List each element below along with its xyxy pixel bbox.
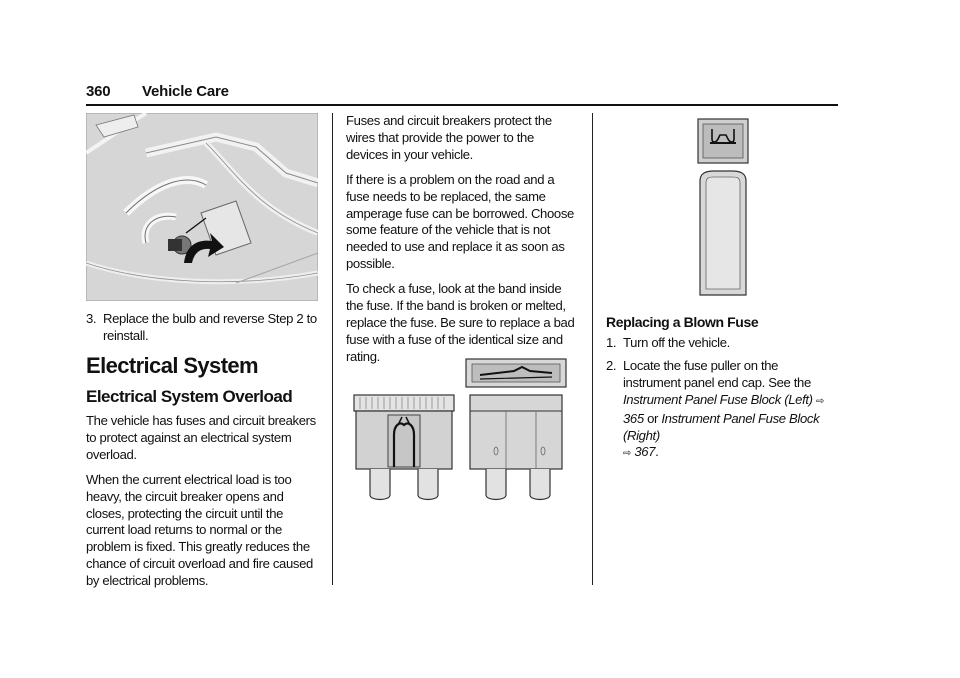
- heading-replacing-blown-fuse: Replacing a Blown Fuse: [606, 314, 759, 330]
- column-divider-2: [592, 113, 593, 585]
- heading-electrical-system-overload: Electrical System Overload: [86, 387, 293, 406]
- cross-reference-left[interactable]: Instrument Panel Fuse Block (Left): [623, 391, 813, 407]
- paragraph: To check a fuse, look at the band inside…: [346, 281, 575, 364]
- headlamp-bulb-illustration: [86, 113, 318, 301]
- paragraph: If there is a problem on the road and a …: [346, 171, 574, 272]
- overload-body: The vehicle has fuses and circuit breake…: [86, 413, 318, 598]
- page-ref-arrow-icon: ⇨: [815, 395, 825, 407]
- left-column-text: 3. Replace the bulb and reverse Step 2 t…: [86, 311, 318, 351]
- fuse-puller-illustration: [697, 118, 749, 296]
- conjunction-text: or: [643, 410, 662, 426]
- right-column-steps: 1. Turn off the vehicle. 2. Locate the f…: [606, 335, 838, 469]
- step-number: 2.: [606, 357, 617, 373]
- paragraph: The vehicle has fuses and circuit breake…: [86, 413, 316, 462]
- cross-reference-right[interactable]: Instrument Panel Fuse Block (Right): [623, 410, 820, 443]
- page-header: 360 Vehicle Care: [86, 83, 838, 105]
- step-number: 3.: [86, 311, 97, 326]
- heading-electrical-system: Electrical System: [86, 353, 259, 378]
- page-ref-arrow-icon: ⇨: [623, 448, 632, 460]
- page-reference-367[interactable]: 367: [634, 444, 656, 460]
- step-2: 2. Locate the fuse puller on the instrum…: [606, 357, 825, 460]
- middle-column-text: Fuses and circuit breakers protect the w…: [346, 113, 578, 374]
- page-number: 360: [86, 83, 111, 100]
- step-1: 1. Turn off the vehicle.: [606, 335, 838, 352]
- column-divider-1: [332, 113, 333, 585]
- step-text: Replace the bulb and reverse Step 2 to r…: [103, 311, 317, 343]
- header-rule: [86, 104, 838, 106]
- paragraph: Fuses and circuit breakers protect the w…: [346, 113, 552, 162]
- step-text: Locate the fuse puller on the instrument…: [623, 357, 811, 390]
- page-reference-365[interactable]: 365: [623, 410, 644, 426]
- step-number: 1.: [606, 335, 617, 350]
- fuse-illustration: [353, 358, 567, 501]
- step-text: Turn off the vehicle.: [623, 335, 730, 350]
- paragraph: When the current electrical load is too …: [86, 471, 313, 589]
- step-3: 3. Replace the bulb and reverse Step 2 t…: [86, 311, 318, 345]
- section-title: Vehicle Care: [142, 83, 229, 100]
